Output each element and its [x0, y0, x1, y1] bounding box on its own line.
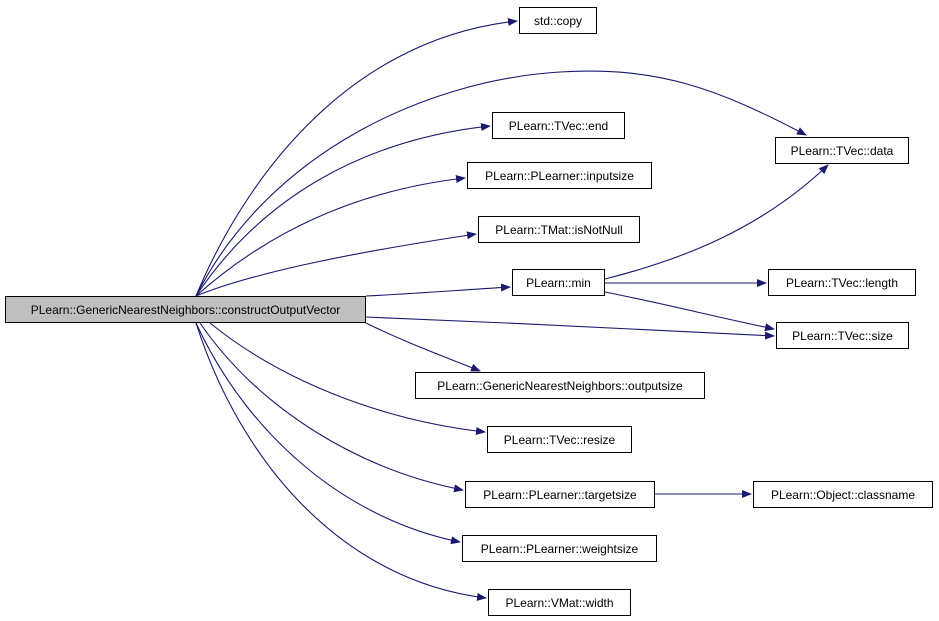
- node-plearn-min[interactable]: PLearn::min: [512, 269, 605, 296]
- edge-root-end: [195, 122, 491, 297]
- node-vmat-width-label: PLearn::VMat::width: [505, 595, 614, 610]
- edge-root-copy: [195, 17, 518, 297]
- node-plearner-inputsize[interactable]: PLearn::PLearner::inputsize: [467, 162, 652, 189]
- edge-min-size: [604, 291, 775, 332]
- node-object-classname[interactable]: PLearn::Object::classname: [753, 481, 933, 508]
- node-tmat-isnotnull[interactable]: PLearn::TMat::isNotNull: [478, 216, 640, 243]
- node-tvec-size[interactable]: PLearn::TVec::size: [776, 322, 909, 349]
- node-plearner-targetsize[interactable]: PLearn::PLearner::targetsize: [465, 481, 655, 508]
- node-plearner-targetsize-label: PLearn::PLearner::targetsize: [483, 487, 637, 502]
- node-tvec-size-label: PLearn::TVec::size: [792, 328, 893, 343]
- node-std-copy-label: std::copy: [533, 13, 583, 28]
- edge-root-targetsize: [199, 322, 464, 493]
- edge-root-size: [365, 316, 775, 340]
- node-plearner-weightsize[interactable]: PLearn::PLearner::weightsize: [462, 535, 657, 562]
- node-plearner-weightsize-label: PLearn::PLearner::weightsize: [480, 541, 639, 556]
- node-root-constructoutputvector: PLearn::GenericNearestNeighbors::constru…: [5, 296, 366, 323]
- node-tvec-resize[interactable]: PLearn::TVec::resize: [487, 426, 632, 453]
- edge-root-resize: [209, 322, 486, 435]
- edge-min-data: [604, 164, 829, 280]
- edge-root-width: [195, 322, 487, 601]
- node-root-label: PLearn::GenericNearestNeighbors::constru…: [30, 302, 341, 317]
- edge-root-isnotnull: [195, 231, 477, 297]
- node-tvec-length[interactable]: PLearn::TVec::length: [768, 269, 916, 296]
- node-gnn-outputsize[interactable]: PLearn::GenericNearestNeighbors::outputs…: [415, 372, 705, 399]
- node-object-classname-label: PLearn::Object::classname: [770, 487, 916, 502]
- node-tvec-resize-label: PLearn::TVec::resize: [503, 432, 616, 447]
- node-tvec-data[interactable]: PLearn::TVec::data: [775, 137, 909, 164]
- node-tvec-length-label: PLearn::TVec::length: [785, 275, 899, 290]
- edge-root-inputsize: [195, 175, 466, 297]
- node-plearn-min-label: PLearn::min: [526, 275, 591, 290]
- edge-root-weightsize: [195, 322, 461, 545]
- edge-root-data: [195, 70, 807, 297]
- node-std-copy[interactable]: std::copy: [519, 7, 597, 34]
- edge-root-min: [365, 283, 511, 297]
- node-tmat-isnotnull-label: PLearn::TMat::isNotNull: [495, 222, 623, 237]
- node-tvec-end[interactable]: PLearn::TVec::end: [492, 112, 625, 139]
- node-tvec-data-label: PLearn::TVec::data: [790, 143, 894, 158]
- node-plearner-inputsize-label: PLearn::PLearner::inputsize: [485, 168, 634, 183]
- node-gnn-outputsize-label: PLearn::GenericNearestNeighbors::outputs…: [437, 378, 683, 393]
- edge-root-outputsize: [365, 322, 481, 372]
- node-vmat-width[interactable]: PLearn::VMat::width: [488, 589, 631, 616]
- node-tvec-end-label: PLearn::TVec::end: [508, 118, 609, 133]
